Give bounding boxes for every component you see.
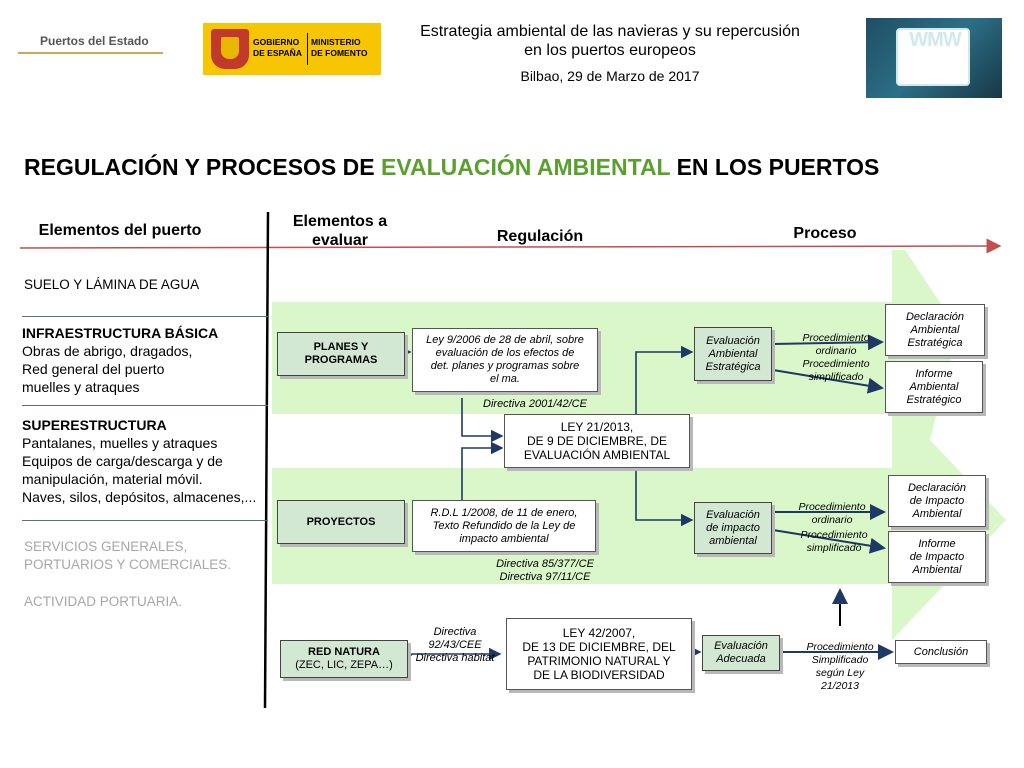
left-servicios: SERVICIOS GENERALES,PORTUARIOS Y COMERCI… [24, 539, 232, 572]
col-regulacion: Regulación [496, 228, 584, 245]
conn-ley21-eia [635, 470, 694, 527]
coat-of-arms-icon [211, 29, 249, 69]
conn-rdl-ley21 [461, 441, 504, 500]
box-proyectos: PROYECTOS [277, 500, 405, 544]
label-dir-2001: Directiva 2001/42/CE [483, 398, 587, 410]
conn-eae-dae [772, 334, 884, 351]
col-proceso: Proceso [793, 225, 857, 242]
header-arrow [19, 238, 1002, 254]
logo-text: Puertos del Estado [40, 34, 149, 48]
conn-eia-iia [772, 529, 886, 554]
box-rdl-1-2008: R.D.L 1/2008, de 11 de enero,Texto Refun… [412, 500, 596, 552]
header-title: Estrategia ambiental de las navieras y s… [420, 23, 800, 59]
left-divider-2 [22, 405, 268, 406]
puertos-del-estado-logo: Puertos del Estado [18, 28, 163, 64]
left-divider-1 [22, 316, 268, 317]
col-elementos-puerto: Elementos del puerto [38, 222, 202, 239]
conn-red-ley42 [407, 647, 502, 661]
main-title: REGULACIÓN Y PROCESOS DE EVALUACIÓN AMBI… [24, 154, 880, 180]
logo-separator [307, 33, 308, 65]
header-subtitle: Bilbao, 29 de Marzo de 2017 [520, 68, 700, 84]
box-red-natura: RED NATURA(ZEC, LIC, ZEPA…) [280, 640, 408, 678]
left-suelo: SUELO Y LÁMINA DE AGUA [24, 277, 200, 292]
box-conclusion: Conclusión [895, 640, 987, 664]
logo-underline [18, 52, 163, 54]
left-divider-3 [22, 520, 268, 521]
left-actividad: ACTIVIDAD PORTUARIA. [24, 594, 183, 609]
conn-eae-iae [772, 369, 884, 394]
vertical-divider [263, 211, 270, 709]
conn-ley21-eae [635, 345, 694, 414]
conn-ley9-ley21 [461, 398, 504, 443]
